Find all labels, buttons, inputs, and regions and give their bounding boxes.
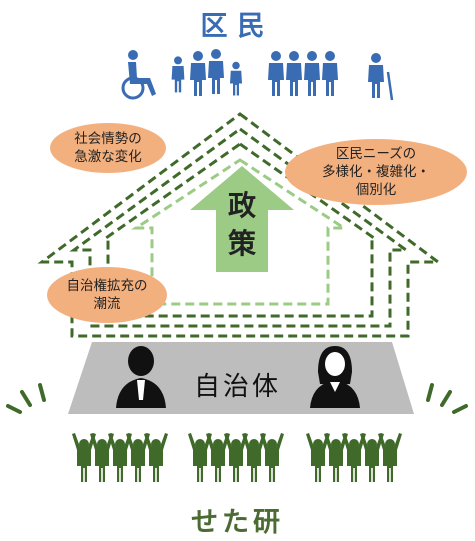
policy-label: 政 策 (214, 187, 270, 263)
bubble-social-change: 社会情勢の 急激な変化 (50, 123, 166, 173)
cheer-marks-right (426, 383, 468, 414)
bubble-social-change-line1: 社会情勢の (74, 131, 142, 147)
wheelchair-icon (121, 50, 156, 100)
woman-icon (190, 51, 206, 96)
influence-arrows-inner (130, 158, 350, 306)
child-icon (230, 61, 242, 96)
bubble-resident-needs: 区民ニーズの 多様化・複雑化・ 個別化 (285, 139, 467, 205)
male-official-icon (116, 346, 166, 408)
bubble-social-change-line2: 急激な変化 (74, 149, 142, 165)
policy-arrow (190, 166, 294, 272)
researchers-icons (72, 433, 402, 482)
policy-label-line1: 政 (227, 189, 256, 222)
female-official-icon (310, 346, 360, 408)
residents-title: 区民 (200, 11, 275, 42)
policy-label-line2: 策 (227, 227, 256, 260)
bubble-resident-needs-line1: 区民ニーズの (335, 146, 417, 162)
woman-icon (322, 51, 338, 96)
bubble-resident-needs-line2: 多様化・複雑化・ (322, 164, 430, 180)
bubble-autonomy-line1: 自治権拡充の (66, 278, 148, 294)
woman-icon (286, 51, 302, 96)
residents-icons (121, 49, 394, 101)
elderly-icon (368, 53, 394, 101)
bubble-autonomy-line2: 潮流 (93, 296, 121, 312)
government-label: 自治体 (193, 372, 281, 402)
man-icon (304, 51, 320, 96)
bubble-resident-needs-line3: 個別化 (355, 182, 397, 198)
man-icon (268, 51, 284, 96)
man-icon (208, 49, 224, 94)
child-icon (171, 56, 185, 93)
setaken-title: せた研 (191, 507, 284, 538)
influence-arrows-outer (37, 112, 443, 338)
bubble-autonomy: 自治権拡充の 潮流 (47, 267, 167, 323)
cheer-marks-left (6, 383, 46, 414)
